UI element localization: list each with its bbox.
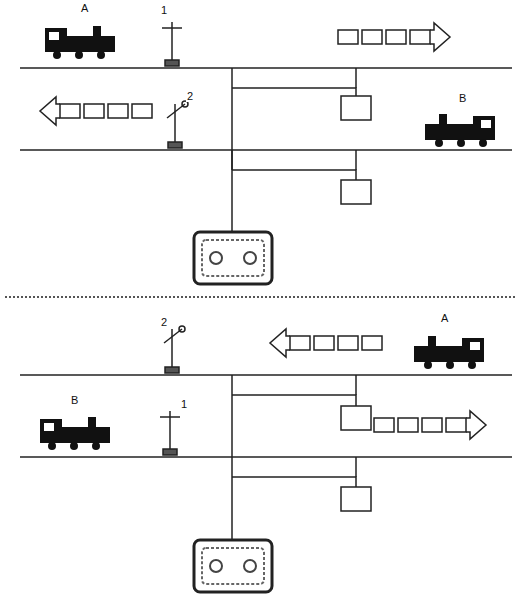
track	[20, 456, 512, 458]
locomotive	[414, 336, 484, 369]
control-unit	[194, 232, 272, 284]
locomotive	[45, 26, 115, 59]
wire	[355, 150, 357, 170]
track	[20, 374, 512, 376]
control-unit	[194, 540, 272, 592]
wire	[231, 150, 233, 170]
wire	[231, 375, 233, 540]
wire	[355, 457, 357, 477]
wire	[232, 395, 356, 406]
train-direction-arrow	[338, 23, 450, 51]
callout-label: 1	[160, 4, 168, 16]
wire	[355, 375, 357, 395]
callout-label: A	[440, 312, 449, 324]
detector-box	[341, 406, 371, 430]
locomotive	[425, 114, 495, 147]
separator	[5, 296, 517, 298]
train-direction-arrow	[40, 97, 152, 125]
wire	[232, 477, 356, 487]
track	[20, 149, 512, 151]
signal	[164, 326, 185, 373]
wire	[232, 88, 356, 96]
wire	[232, 170, 356, 180]
callout-label: B	[70, 394, 79, 406]
callout-label: A	[80, 2, 89, 14]
signal	[162, 22, 182, 66]
detector-box	[341, 487, 371, 511]
track	[20, 67, 512, 69]
locomotive	[40, 417, 110, 450]
callout-label: 2	[186, 90, 194, 102]
callout-label: 2	[160, 316, 168, 328]
wire	[355, 68, 357, 88]
callout-label: 1	[180, 398, 188, 410]
signal	[167, 101, 188, 148]
detector-box	[341, 180, 371, 204]
wire	[231, 88, 233, 232]
train-direction-arrow	[374, 411, 486, 439]
train-direction-arrow	[270, 329, 382, 357]
signal	[160, 411, 180, 455]
detector-box	[341, 96, 371, 120]
wire	[231, 68, 233, 88]
callout-label: B	[458, 92, 467, 104]
